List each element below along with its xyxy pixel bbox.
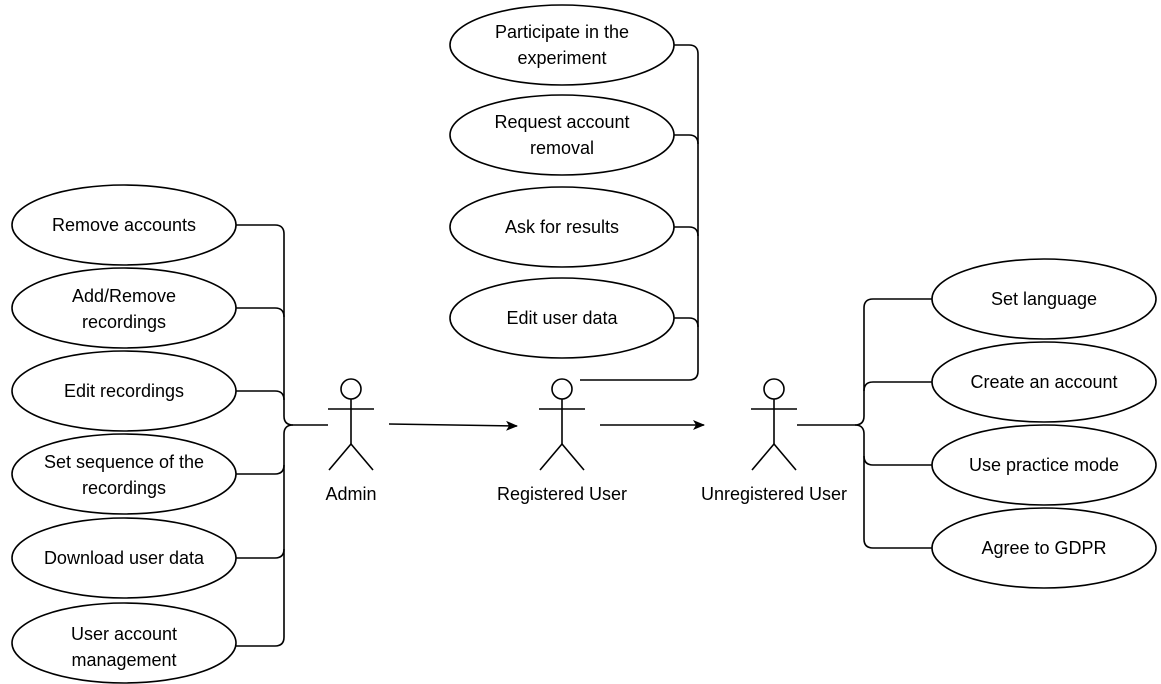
arrow-admin-to-registered	[388, 420, 518, 431]
use-case-label-line1: Set sequence of the	[44, 452, 204, 472]
use-case-label-line1: Request account	[494, 112, 629, 132]
use-case-participate-experiment: Participate in the experiment	[449, 4, 675, 86]
admin-connectors	[236, 224, 328, 647]
use-case-label-line1: Participate in the	[495, 22, 629, 42]
actor-label: Admin	[325, 484, 376, 504]
actor-admin: Admin	[325, 378, 377, 504]
use-case-remove-accounts: Remove accounts	[11, 184, 237, 266]
connector-create-account	[863, 381, 932, 392]
stick-figure-icon	[328, 378, 374, 471]
use-case-download-user-data: Download user data	[11, 517, 237, 599]
use-case-ask-for-results: Ask for results	[449, 186, 675, 268]
registered-connectors	[580, 44, 699, 381]
connector-edit-recordings	[236, 390, 285, 401]
connector-agree-gdpr	[854, 424, 932, 549]
use-case-edit-user-data: Edit user data	[449, 277, 675, 359]
use-case-edit-recordings: Edit recordings	[11, 350, 237, 432]
connector-ask-results	[674, 226, 699, 237]
use-case-set-language: Set language	[931, 258, 1157, 340]
connector-remove-accounts	[236, 224, 328, 426]
connector-participate	[580, 44, 699, 381]
connector-request-removal	[674, 134, 699, 145]
actor-label: Registered User	[497, 484, 627, 504]
use-case-label: Ask for results	[505, 217, 619, 237]
actor-registered-user: Registered User	[497, 378, 627, 504]
use-case-agree-gdpr: Agree to GDPR	[931, 507, 1157, 589]
use-case-practice-mode: Use practice mode	[931, 424, 1157, 506]
use-case-label: Set language	[991, 289, 1097, 309]
unregistered-connectors	[797, 298, 932, 549]
use-case-request-account-removal: Request account removal	[449, 94, 675, 176]
use-case-label-line1: User account	[71, 624, 177, 644]
use-case-label-line2: experiment	[517, 48, 606, 68]
use-case-label: Agree to GDPR	[981, 538, 1106, 558]
use-case-set-sequence: Set sequence of the recordings	[11, 433, 237, 515]
connector-download-user-data	[236, 548, 285, 559]
actor-label: Unregistered User	[701, 484, 847, 504]
stick-figure-icon	[539, 378, 585, 471]
use-case-label: Use practice mode	[969, 455, 1119, 475]
use-case-label-line2: removal	[530, 138, 594, 158]
actor-unregistered-user: Unregistered User	[701, 378, 847, 504]
connector-practice-mode	[863, 455, 932, 466]
connector-user-account-management	[236, 424, 294, 647]
use-case-label-line2: management	[71, 650, 176, 670]
use-case-label: Download user data	[44, 548, 205, 568]
use-case-label: Edit recordings	[64, 381, 184, 401]
connector-set-language	[797, 298, 932, 426]
use-case-label-line1: Add/Remove	[72, 286, 176, 306]
stick-figure-icon	[751, 378, 797, 471]
use-case-user-account-management: User account management	[11, 602, 237, 684]
connector-set-sequence	[236, 464, 285, 475]
use-case-label: Create an account	[970, 372, 1117, 392]
use-case-label-line2: recordings	[82, 478, 166, 498]
connector-edit-user-data	[674, 317, 699, 328]
use-case-label: Remove accounts	[52, 215, 196, 235]
use-case-create-account: Create an account	[931, 341, 1157, 423]
use-case-label-line2: recordings	[82, 312, 166, 332]
connector-add-remove-recordings	[236, 307, 285, 318]
use-case-add-remove-recordings: Add/Remove recordings	[11, 267, 237, 349]
use-case-label: Edit user data	[506, 308, 618, 328]
